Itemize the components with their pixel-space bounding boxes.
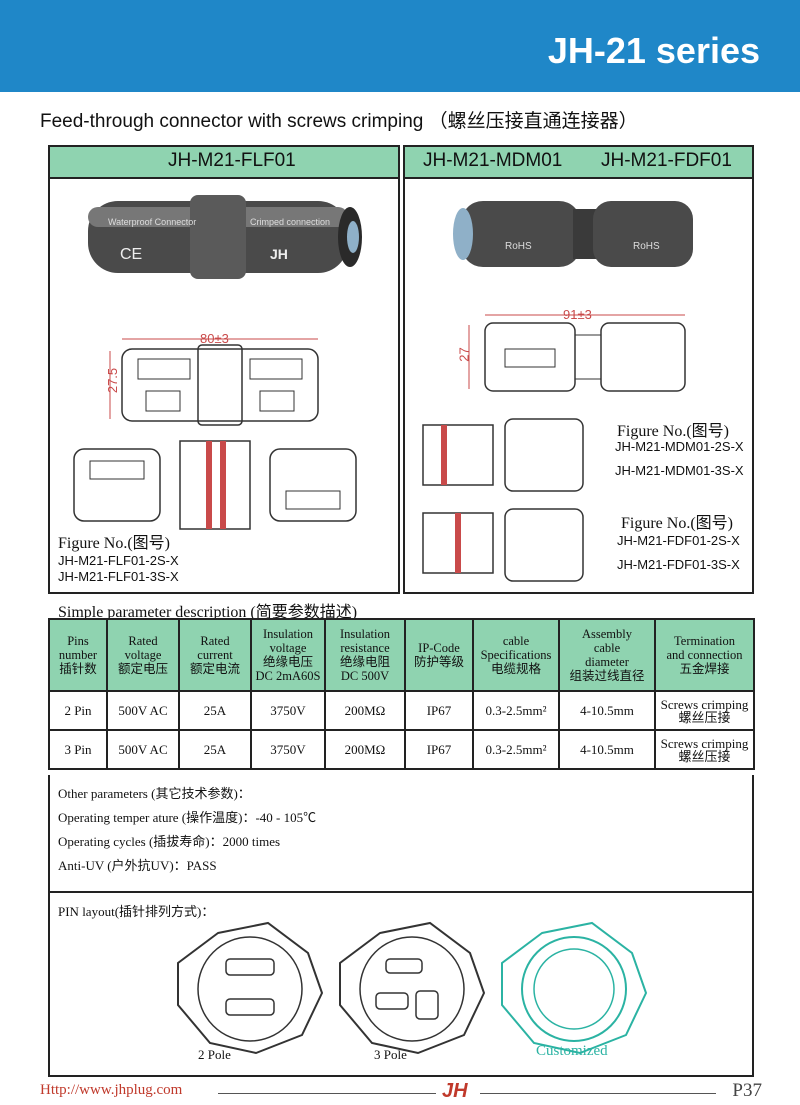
page-number: P37 — [732, 1080, 762, 1101]
figure-code: JH-M21-FDF01-2S-X — [617, 533, 740, 548]
photo-rohs-mark: RoHS — [505, 241, 532, 252]
pin-layout-box: PIN layout(插针排列方式)： 2 Pole 3 Pole Custom… — [48, 891, 754, 1077]
height-dimension: 27.5 — [105, 367, 121, 394]
table-cell: 500V AC — [106, 729, 180, 770]
photo-waterproof-text: Waterproof Connector — [108, 217, 196, 227]
pole-label: Customized — [536, 1043, 608, 1059]
table-cell: 4-10.5mm — [558, 690, 656, 731]
figure-label: Figure No.(图号) — [58, 535, 170, 552]
param-line: Operating temper ature (操作温度)：-40 - 105℃ — [58, 810, 317, 825]
page-subtitle: Feed-through connector with screws crimp… — [40, 111, 638, 132]
figure-label: Figure No.(图号) — [621, 515, 733, 532]
table-cell: 200MΩ — [324, 690, 406, 731]
panel-flf01: JH-M21-FLF01 Waterproof Connector Crimpe… — [48, 145, 400, 594]
photo-ce-mark: CE — [120, 246, 142, 263]
length-dimension: 91±3 — [563, 307, 592, 322]
panel-header: JH-M21-FLF01 — [50, 147, 398, 179]
length-dimension: 80±3 — [200, 331, 229, 346]
figure-label: Figure No.(图号) — [617, 423, 729, 440]
param-line: Operating cycles (插拔寿命)：2000 times — [58, 834, 281, 849]
table-cell: 25A — [178, 690, 252, 731]
model-name: JH-M21-FDF01 — [601, 150, 732, 171]
photo-crimped-text: Crimped connection — [250, 217, 330, 227]
figure-code: JH-M21-FLF01-3S-X — [58, 569, 179, 584]
figure-code: JH-M21-FDF01-3S-X — [617, 557, 740, 572]
pin-layout-title: PIN layout(插针排列方式)： — [58, 904, 215, 919]
figure-code: JH-M21-FLF01-2S-X — [58, 553, 179, 568]
footer-divider — [480, 1093, 716, 1094]
photo-brand-mark: JH — [270, 246, 288, 262]
pole-label: 3 Pole — [374, 1047, 407, 1062]
table-cell: 500V AC — [106, 690, 180, 731]
website-link[interactable]: Http://www.jhplug.com — [40, 1082, 183, 1098]
table-cell: 3750V — [250, 729, 326, 770]
table-cell: 25A — [178, 729, 252, 770]
model-name: JH-M21-FLF01 — [168, 150, 296, 171]
table-cell: 3 Pin — [48, 729, 108, 770]
table-cell: 0.3-2.5mm² — [472, 729, 560, 770]
table-row: 2 Pin 500V AC 25A 3750V 200MΩ IP67 0.3-2… — [48, 690, 755, 731]
figure-code: JH-M21-MDM01-3S-X — [615, 463, 744, 478]
other-params-title: Other parameters (其它技术参数)： — [58, 786, 251, 801]
footer-divider — [218, 1093, 436, 1094]
simple-param-title: Simple parameter description (简要参数描述) — [58, 604, 358, 621]
pin-layout-diagrams — [177, 921, 648, 1055]
figure-code: JH-M21-MDM01-2S-X — [615, 439, 744, 454]
table-cell: 0.3-2.5mm² — [472, 690, 560, 731]
footer: Http://www.jhplug.com JH P37 — [40, 1080, 762, 1104]
series-title: JH-21 series — [547, 30, 760, 71]
table-cell: 3750V — [250, 690, 326, 731]
param-line: Anti-UV (户外抗UV)：PASS — [58, 858, 217, 873]
footer-logo: JH — [442, 1080, 468, 1102]
height-dimension: 27 — [456, 347, 472, 362]
table-cell: 200MΩ — [324, 729, 406, 770]
model-name: JH-M21-MDM01 — [423, 150, 563, 171]
panel-mdm01-fdf01: JH-M21-MDM01 JH-M21-FDF01 RoHS RoHS 91±3… — [403, 145, 754, 594]
table-cell: IP67 — [404, 690, 474, 731]
panel-header: JH-M21-MDM01 JH-M21-FDF01 — [405, 147, 752, 179]
photo-rohs-mark: RoHS — [633, 241, 660, 252]
other-params-box: Other parameters (其它技术参数)： Operating tem… — [48, 775, 754, 893]
table-cell: 4-10.5mm — [558, 729, 656, 770]
table-cell: IP67 — [404, 729, 474, 770]
connector-photo: Waterproof Connector Crimped connection … — [73, 195, 362, 530]
table-cell: 2 Pin — [48, 690, 108, 731]
pole-label: 2 Pole — [198, 1047, 231, 1062]
connector-photo: RoHS RoHS — [422, 201, 693, 582]
header-band: JH-21 series — [0, 0, 800, 92]
table-row: 3 Pin 500V AC 25A 3750V 200MΩ IP67 0.3-2… — [48, 729, 755, 770]
